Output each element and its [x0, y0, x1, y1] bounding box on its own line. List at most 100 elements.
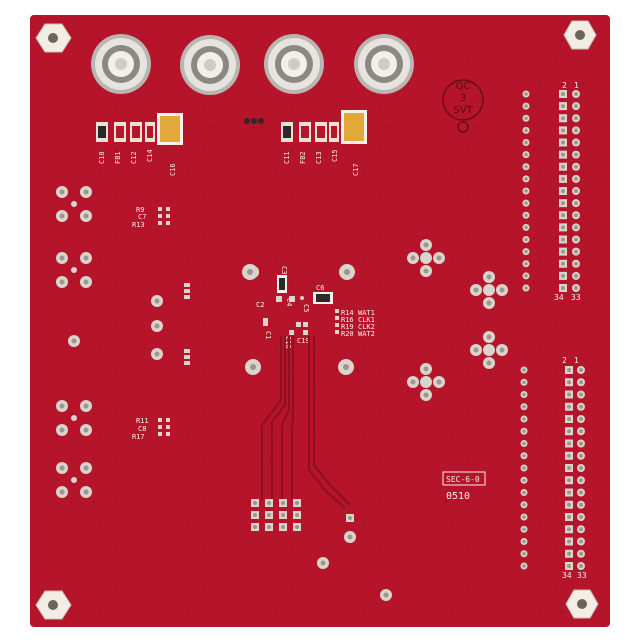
texture-dot: [186, 522, 190, 526]
header-hole: [579, 478, 583, 483]
texture-dot: [92, 544, 96, 548]
texture-dot: [252, 390, 256, 394]
header-hole: [524, 164, 528, 169]
texture-dot: [180, 588, 184, 592]
texture-dot: [224, 500, 228, 504]
header-hole: [574, 92, 578, 96]
texture-dot: [98, 566, 102, 570]
texture-dot: [554, 412, 558, 416]
header-hole: [522, 502, 526, 507]
header-hole: [579, 380, 583, 385]
svg-text:QC: QC: [456, 81, 471, 92]
texture-dot: [208, 390, 212, 394]
texture-dot: [252, 258, 256, 262]
texture-dot: [488, 412, 492, 416]
texture-dot: [400, 368, 404, 372]
texture-dot: [230, 214, 234, 218]
texture-dot: [114, 192, 118, 196]
texture-dot: [378, 324, 382, 328]
texture-dot: [444, 192, 448, 196]
texture-dot: [488, 324, 492, 328]
texture-dot: [70, 236, 74, 240]
texture-dot: [384, 390, 388, 394]
svg-text:3: 3: [460, 93, 466, 104]
texture-dot: [428, 566, 432, 570]
sma-center-pin: [288, 58, 300, 70]
header-hole: [522, 515, 526, 519]
texture-dot: [136, 324, 140, 328]
texture-dot: [422, 324, 426, 328]
texture-dot: [340, 566, 344, 570]
texture-dot: [422, 236, 426, 240]
test-pad-hole: [154, 323, 160, 329]
texture-dot: [422, 148, 426, 152]
texture-dot: [510, 412, 514, 416]
texture-dot: [98, 38, 102, 42]
header-hole: [567, 380, 571, 385]
texture-dot: [92, 148, 96, 152]
header-hole: [561, 213, 565, 218]
ref-r20: R20: [341, 330, 354, 338]
texture-dot: [202, 236, 206, 240]
texture-dot: [400, 500, 404, 504]
texture-dot: [400, 236, 404, 240]
texture-dot: [428, 346, 432, 350]
texture-dot: [76, 566, 80, 570]
texture-dot: [516, 82, 520, 86]
ref-c13: C13: [315, 151, 323, 164]
texture-dot: [274, 610, 278, 614]
standoff-bottom-left: [35, 590, 72, 620]
texture-dot: [158, 192, 162, 196]
texture-dot: [252, 346, 256, 350]
ref-c10: C10: [98, 151, 106, 164]
header-hole: [561, 273, 565, 278]
texture-dot: [48, 456, 52, 460]
texture-dot: [466, 236, 470, 240]
texture-dot: [142, 126, 146, 130]
center-pad-hole: [247, 269, 253, 275]
pad-cluster: [470, 271, 508, 309]
texture-dot: [538, 38, 542, 42]
texture-dot: [98, 302, 102, 306]
texture-dot: [164, 170, 168, 174]
texture-dot: [384, 170, 388, 174]
texture-dot: [510, 588, 514, 592]
texture-dot: [428, 126, 432, 130]
texture-dot: [318, 258, 322, 262]
header-top-pin-2: 2: [562, 81, 567, 90]
header-hole: [567, 564, 571, 568]
texture-dot: [120, 566, 124, 570]
texture-dot: [494, 302, 498, 306]
texture-dot: [98, 434, 102, 438]
texture-dot: [54, 566, 58, 570]
texture-dot: [406, 522, 410, 526]
texture-dot: [604, 390, 608, 394]
pad-center: [485, 286, 493, 294]
header-hole: [579, 441, 583, 446]
texture-dot: [76, 478, 80, 482]
sma-center-pin: [115, 58, 127, 70]
texture-dot: [224, 412, 228, 416]
texture-dot: [120, 170, 124, 174]
texture-dot: [246, 148, 250, 152]
texture-dot: [384, 478, 388, 482]
texture-dot: [48, 192, 52, 196]
texture-dot: [142, 170, 146, 174]
texture-dot: [384, 302, 388, 306]
texture-dot: [142, 302, 146, 306]
header-hole: [574, 152, 578, 157]
texture-dot: [582, 346, 586, 350]
texture-dot: [582, 170, 586, 174]
texture-dot: [406, 478, 410, 482]
texture-dot: [400, 104, 404, 108]
texture-dot: [158, 456, 162, 460]
texture-dot: [378, 280, 382, 284]
texture-dot: [488, 456, 492, 460]
texture-dot: [186, 126, 190, 130]
pad-cluster: [56, 252, 92, 288]
texture-dot: [554, 60, 558, 64]
header-hole: [522, 441, 526, 446]
texture-dot: [422, 104, 426, 108]
pad-center: [71, 267, 77, 273]
texture-dot: [202, 104, 206, 108]
